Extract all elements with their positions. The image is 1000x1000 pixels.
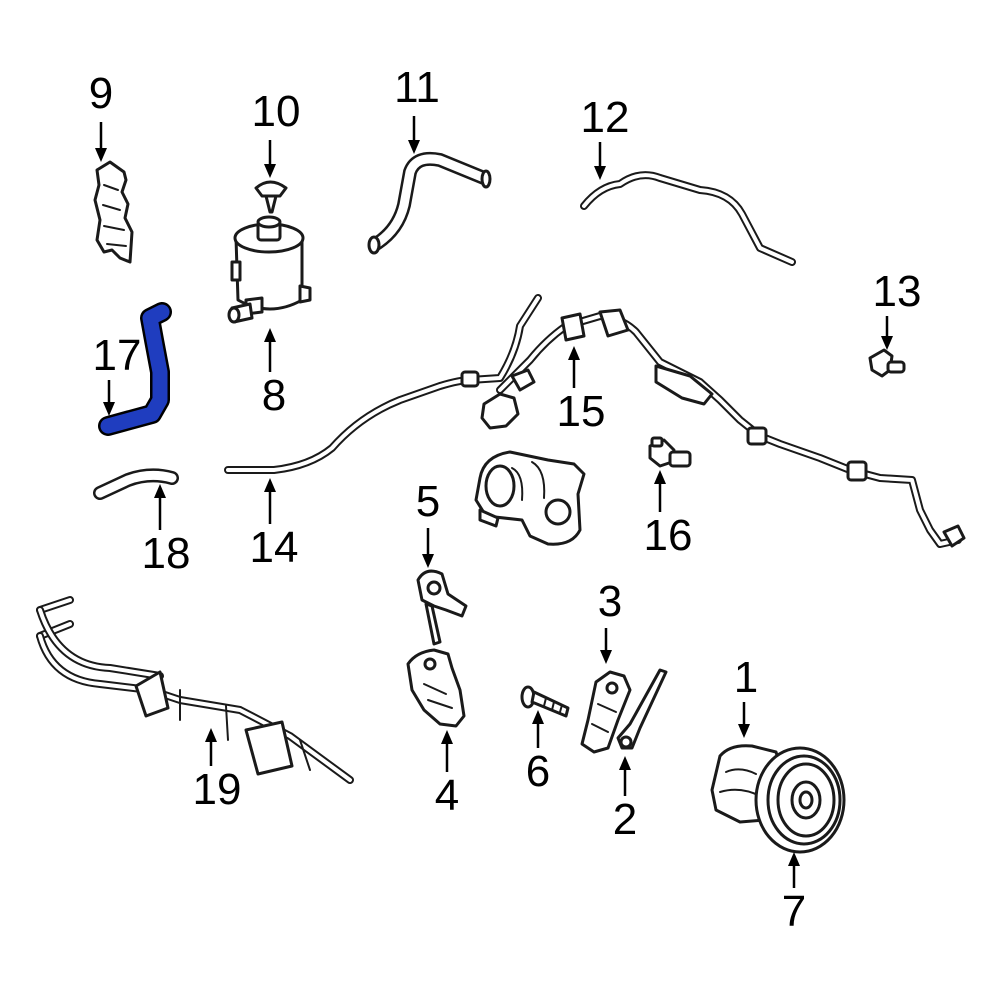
callout-arrows bbox=[95, 116, 893, 888]
callout-4: 4 bbox=[434, 771, 460, 820]
part-6-bolt[interactable] bbox=[520, 685, 570, 718]
callout-17: 17 bbox=[92, 331, 142, 380]
part-14-line[interactable] bbox=[224, 294, 542, 474]
callout-3: 3 bbox=[597, 577, 623, 626]
part-10-cap[interactable] bbox=[254, 180, 288, 214]
part-16-switch[interactable] bbox=[648, 436, 692, 468]
part-2-adjuster[interactable] bbox=[616, 668, 668, 750]
part-9-bracket[interactable] bbox=[93, 160, 134, 264]
callout-7: 7 bbox=[781, 887, 807, 936]
callout-14: 14 bbox=[249, 523, 299, 572]
part-8-reservoir[interactable] bbox=[227, 215, 312, 324]
part-3-bracket[interactable] bbox=[580, 670, 632, 754]
part-12-line[interactable] bbox=[580, 171, 796, 266]
callout-12: 12 bbox=[580, 93, 630, 142]
callout-11: 11 bbox=[394, 63, 440, 112]
part-17-hose-highlighted[interactable] bbox=[98, 302, 172, 436]
callout-8: 8 bbox=[261, 371, 287, 420]
callout-1: 1 bbox=[733, 653, 759, 702]
part-5-bracket[interactable] bbox=[416, 569, 468, 646]
part-7-pulley[interactable] bbox=[754, 746, 846, 854]
callout-10: 10 bbox=[251, 87, 301, 136]
callout-18: 18 bbox=[141, 529, 191, 578]
callout-2: 2 bbox=[612, 795, 638, 844]
part-13-fitting[interactable] bbox=[868, 348, 906, 378]
pump-housing bbox=[474, 450, 586, 546]
callout-9: 9 bbox=[88, 69, 114, 118]
part-19-tube-assembly[interactable] bbox=[36, 596, 354, 784]
callout-16: 16 bbox=[643, 511, 693, 560]
part-15-hose-assembly[interactable] bbox=[480, 308, 966, 548]
callout-5: 5 bbox=[415, 477, 441, 526]
part-18-hose[interactable] bbox=[93, 468, 179, 500]
callout-15: 15 bbox=[556, 387, 606, 436]
callout-6: 6 bbox=[525, 747, 551, 796]
callout-13: 13 bbox=[872, 267, 922, 316]
callout-19: 19 bbox=[192, 765, 242, 814]
part-4-bracket[interactable] bbox=[406, 648, 466, 728]
part-11-hose[interactable] bbox=[367, 151, 492, 255]
